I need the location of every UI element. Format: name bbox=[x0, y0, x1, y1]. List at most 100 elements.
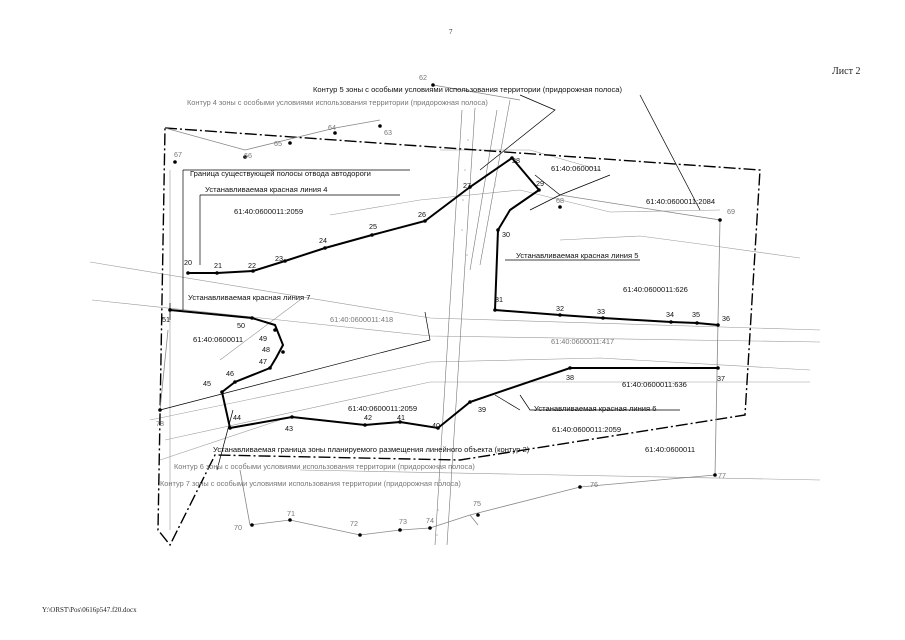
label-zone-boundary: Устанавливаемая граница зоны планируемог… bbox=[213, 445, 530, 454]
cadastral-labels: 61:40:0600011 61:40:0600011:2084 61:40:0… bbox=[193, 164, 715, 454]
marker-43 bbox=[290, 415, 294, 419]
label-point-23: 23 bbox=[275, 254, 283, 263]
label-point-24: 24 bbox=[319, 236, 327, 245]
marker-40 bbox=[436, 426, 440, 430]
label-point-44: 44 bbox=[233, 413, 241, 422]
label-point-78: 78 bbox=[156, 419, 164, 428]
label-point-30: 30 bbox=[502, 230, 510, 239]
label-point-36: 36 bbox=[722, 314, 730, 323]
label-point-45: 45 bbox=[203, 379, 211, 388]
point-markers bbox=[158, 83, 722, 537]
marker-37 bbox=[716, 366, 720, 370]
label-red-line-5: Устанавливаемая красная линия 5 bbox=[516, 251, 639, 260]
label-point-72: 72 bbox=[350, 519, 358, 528]
marker-28 bbox=[510, 156, 514, 160]
marker-69 bbox=[718, 218, 722, 222]
label-point-71: 71 bbox=[287, 509, 295, 518]
marker-44 bbox=[228, 426, 232, 430]
label-point-22: 22 bbox=[248, 261, 256, 270]
marker-76 bbox=[578, 485, 582, 489]
marker-68 bbox=[558, 205, 562, 209]
marker-41 bbox=[398, 420, 402, 424]
marker-33 bbox=[601, 316, 605, 320]
marker-29 bbox=[537, 188, 541, 192]
marker-21 bbox=[215, 271, 219, 275]
marker-20 bbox=[186, 271, 190, 275]
marker-24 bbox=[323, 246, 327, 250]
label-existing-boundary: Граница существующей полосы отвода автод… bbox=[190, 169, 371, 178]
marker-27 bbox=[468, 185, 472, 189]
point-labels: 20 21 22 23 24 25 26 27 28 29 30 31 32 3… bbox=[156, 73, 735, 532]
label-red-line-7: Устанавливаемая красная линия 7 bbox=[188, 293, 311, 302]
label-point-49: 49 bbox=[259, 334, 267, 343]
label-point-33: 33 bbox=[597, 307, 605, 316]
label-point-35: 35 bbox=[692, 310, 700, 319]
cadastral-0600011-bottom: 61:40:0600011 bbox=[645, 445, 695, 454]
label-point-65: 65 bbox=[274, 139, 282, 148]
label-point-68: 68 bbox=[556, 196, 564, 205]
label-point-37: 37 bbox=[717, 374, 725, 383]
black-thin-lines bbox=[159, 94, 701, 471]
marker-75 bbox=[476, 513, 480, 517]
label-contour-6: Контур 6 зоны с особыми условиями исполь… bbox=[174, 462, 475, 471]
label-point-28: 28 bbox=[512, 156, 520, 165]
label-point-34: 34 bbox=[666, 310, 674, 319]
marker-62 bbox=[431, 83, 435, 87]
marker-67 bbox=[173, 160, 177, 164]
page-number: 7 bbox=[449, 28, 453, 36]
marker-42 bbox=[363, 423, 367, 427]
marker-77 bbox=[713, 473, 717, 477]
marker-63 bbox=[378, 124, 382, 128]
label-point-26: 26 bbox=[418, 210, 426, 219]
cadastral-2084: 61:40:0600011:2084 bbox=[646, 197, 715, 206]
label-point-75: 75 bbox=[473, 499, 481, 508]
marker-78 bbox=[158, 408, 162, 412]
marker-38 bbox=[568, 366, 572, 370]
marker-50 bbox=[250, 316, 254, 320]
red-line-31-36 bbox=[494, 309, 719, 326]
marker-73 bbox=[398, 528, 402, 532]
vertical-road bbox=[434, 99, 511, 546]
marker-34 bbox=[669, 320, 673, 324]
cadastral-418: 61:40:0600011:418 bbox=[330, 315, 393, 324]
label-point-29: 29 bbox=[536, 179, 544, 188]
label-point-76: 76 bbox=[590, 480, 598, 489]
marker-26 bbox=[423, 219, 427, 223]
cadastral-0600011-left: 61:40:0600011 bbox=[193, 335, 243, 344]
marker-47 bbox=[268, 366, 272, 370]
marker-45 bbox=[220, 390, 224, 394]
label-point-70: 70 bbox=[234, 523, 242, 532]
marker-39 bbox=[468, 400, 472, 404]
marker-30 bbox=[496, 228, 500, 232]
marker-70 bbox=[250, 523, 254, 527]
label-point-69: 69 bbox=[727, 207, 735, 216]
background-lines bbox=[89, 149, 821, 530]
marker-66 bbox=[243, 155, 247, 159]
footer-path: Y:\ORST\Pos\0616p547.f20.docx bbox=[42, 606, 137, 614]
cadastral-2059-mid: 61:40:0600011:2059 bbox=[348, 404, 417, 413]
marker-65 bbox=[288, 141, 292, 145]
label-red-line-6: Устанавливаемая красная линия 6 bbox=[534, 404, 657, 413]
label-point-73: 73 bbox=[399, 517, 407, 526]
label-point-39: 39 bbox=[478, 405, 486, 414]
label-point-63: 63 bbox=[384, 128, 392, 137]
label-point-46: 46 bbox=[226, 369, 234, 378]
red-line-7 bbox=[169, 309, 285, 393]
label-contour-7: Контур 7 зоны с особыми условиями исполь… bbox=[160, 479, 461, 488]
label-point-47: 47 bbox=[259, 357, 267, 366]
cadastral-417: 61:40:0600011:417 bbox=[551, 337, 614, 346]
marker-31 bbox=[493, 308, 497, 312]
label-point-27: 27 bbox=[463, 181, 471, 190]
cadastral-626: 61:40:0600011:626 bbox=[623, 285, 688, 294]
marker-74 bbox=[428, 526, 432, 530]
marker-23 bbox=[283, 259, 287, 263]
marker-22 bbox=[251, 269, 255, 273]
road-hatching bbox=[436, 139, 501, 536]
label-point-21: 21 bbox=[214, 261, 222, 270]
label-point-40: 40 bbox=[432, 421, 440, 430]
label-point-31: 31 bbox=[495, 295, 503, 304]
label-point-67: 67 bbox=[174, 150, 182, 159]
label-point-20: 20 bbox=[184, 258, 192, 267]
marker-71 bbox=[288, 518, 292, 522]
label-point-64: 64 bbox=[328, 123, 336, 132]
